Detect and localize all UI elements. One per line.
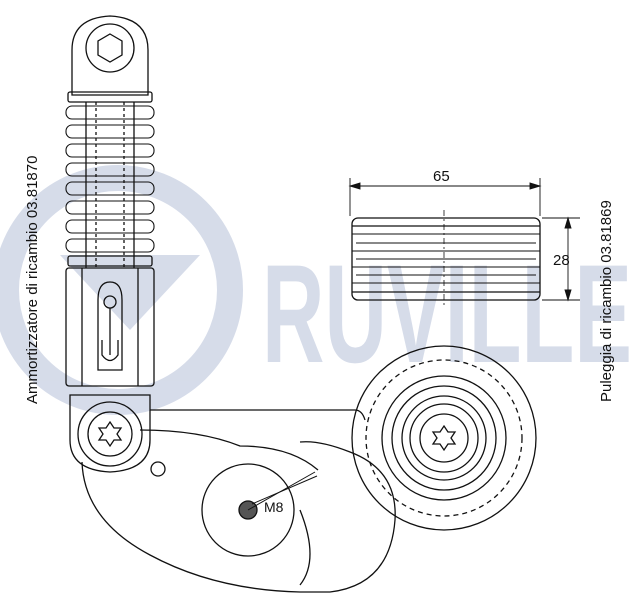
watermark-logo: RUVILLE (0, 165, 632, 415)
dimension-width (348, 178, 542, 216)
damper-top-eye (71, 15, 149, 96)
damper-spring (65, 91, 155, 268)
pulley-ribs (352, 233, 540, 284)
width-dimension-label: 65 (433, 168, 450, 185)
watermark-circle-outer (0, 165, 243, 415)
spring-coils (65, 105, 155, 253)
watermark-text: RUVILLE (262, 235, 632, 392)
pulley-side-view (351, 345, 537, 531)
bolt-boss (201, 463, 318, 557)
tensioner-arm (81, 409, 396, 593)
height-dimension-label: 28 (553, 252, 570, 269)
damper-lower-eye (69, 394, 151, 473)
pulley-profile (351, 210, 541, 308)
damper-part-label: Ammortizzatore di ricambio 03.81870 (24, 155, 41, 404)
arm-hole (150, 461, 166, 477)
bolt-size-label: M8 (264, 499, 284, 515)
damper-window (97, 281, 123, 371)
torx-bolt-icon (97, 420, 123, 448)
watermark-triangle (60, 255, 200, 330)
pulley-torx-icon (431, 424, 457, 452)
pulley-part-label: Puleggia di ricambio 03.81869 (598, 200, 615, 402)
damper-cylinder (65, 267, 155, 387)
hex-socket-icon (97, 33, 123, 63)
dimension-height (542, 216, 580, 302)
